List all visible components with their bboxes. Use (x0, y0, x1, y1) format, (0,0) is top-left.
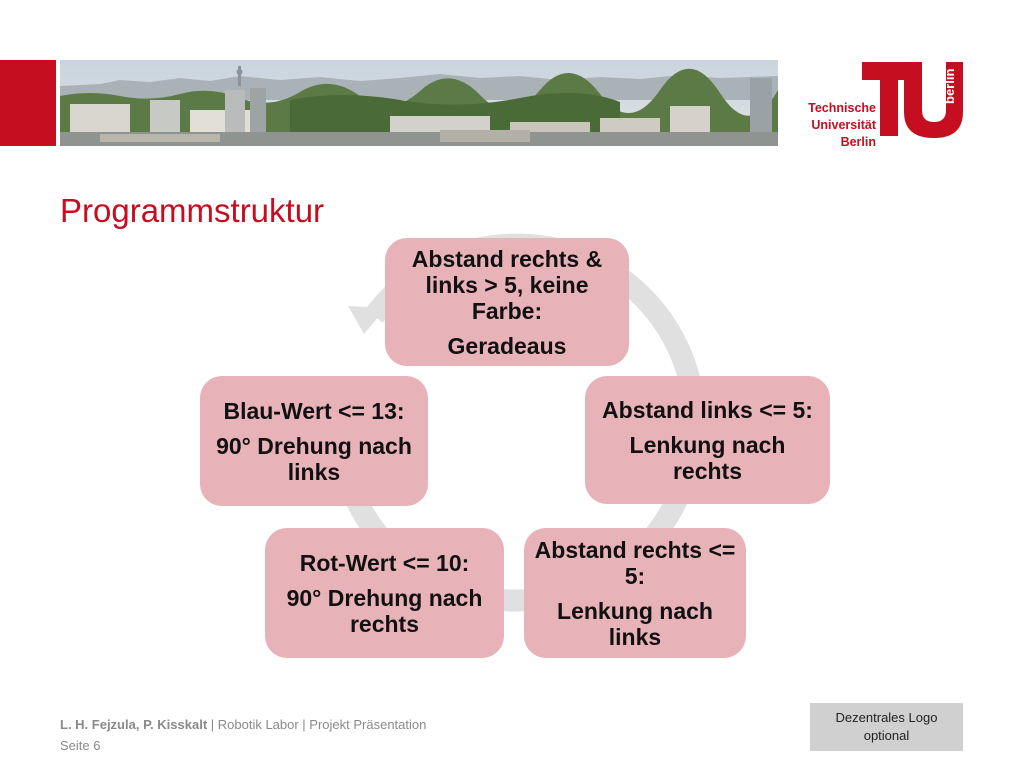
cycle-node-lenkung-rechts: Abstand links <= 5: Lenkung nach rechts (585, 376, 830, 504)
node-condition: Abstand links <= 5: (602, 396, 813, 423)
node-action: Lenkung nach rechts (629, 431, 786, 484)
cycle-node-drehung-links: Blau-Wert <= 13: 90° Drehung nach links (200, 376, 428, 506)
header-red-block (0, 60, 56, 146)
node-condition: Blau-Wert <= 13: (223, 397, 405, 424)
cycle-node-lenkung-links: Abstand rechts <= 5: Lenkung nach links (524, 528, 746, 658)
footer-authors: L. H. Fejzula, P. Kisskalt (60, 717, 208, 732)
cycle-node-geradeaus: Abstand rechts & links > 5, keine Farbe:… (385, 238, 629, 366)
node-action: Geradeaus (447, 332, 567, 359)
logo-line-2: Universität (811, 118, 876, 132)
logo-line-1: Technische (808, 101, 876, 115)
logo-box-line-1: Dezentrales Logo (835, 710, 938, 725)
tu-mark-icon: berlin (862, 62, 963, 138)
cycle-node-drehung-rechts: Rot-Wert <= 10: 90° Drehung nach rechts (265, 528, 504, 658)
logo-line-3: Berlin (840, 135, 876, 149)
page-number: Seite 6 (60, 738, 101, 753)
node-action: Lenkung nach links (557, 597, 713, 650)
dezentrales-logo-placeholder: Dezentrales Logo optional (810, 703, 963, 751)
footer: L. H. Fejzula, P. Kisskalt | Robotik Lab… (60, 714, 426, 756)
logo-box-line-2: optional (863, 728, 910, 743)
svg-text:berlin: berlin (942, 69, 957, 104)
tu-berlin-logo: Technische Universität Berlin berlin (800, 58, 970, 152)
berlin-skyline-photo (60, 60, 778, 146)
node-action: 90° Drehung nach links (216, 432, 412, 485)
node-action: 90° Drehung nach rechts (286, 584, 483, 637)
page-title: Programmstruktur (60, 192, 325, 229)
node-condition: Rot-Wert <= 10: (299, 549, 470, 576)
node-condition: Abstand rechts <= 5: (534, 536, 736, 589)
logo-wordmark: Technische Universität Berlin (800, 100, 876, 151)
footer-line: L. H. Fejzula, P. Kisskalt | Robotik Lab… (60, 717, 426, 732)
node-condition: Abstand rechts & links > 5, keine Farbe: (411, 245, 603, 324)
footer-context: | Robotik Labor | Projekt Präsentation (207, 717, 427, 732)
